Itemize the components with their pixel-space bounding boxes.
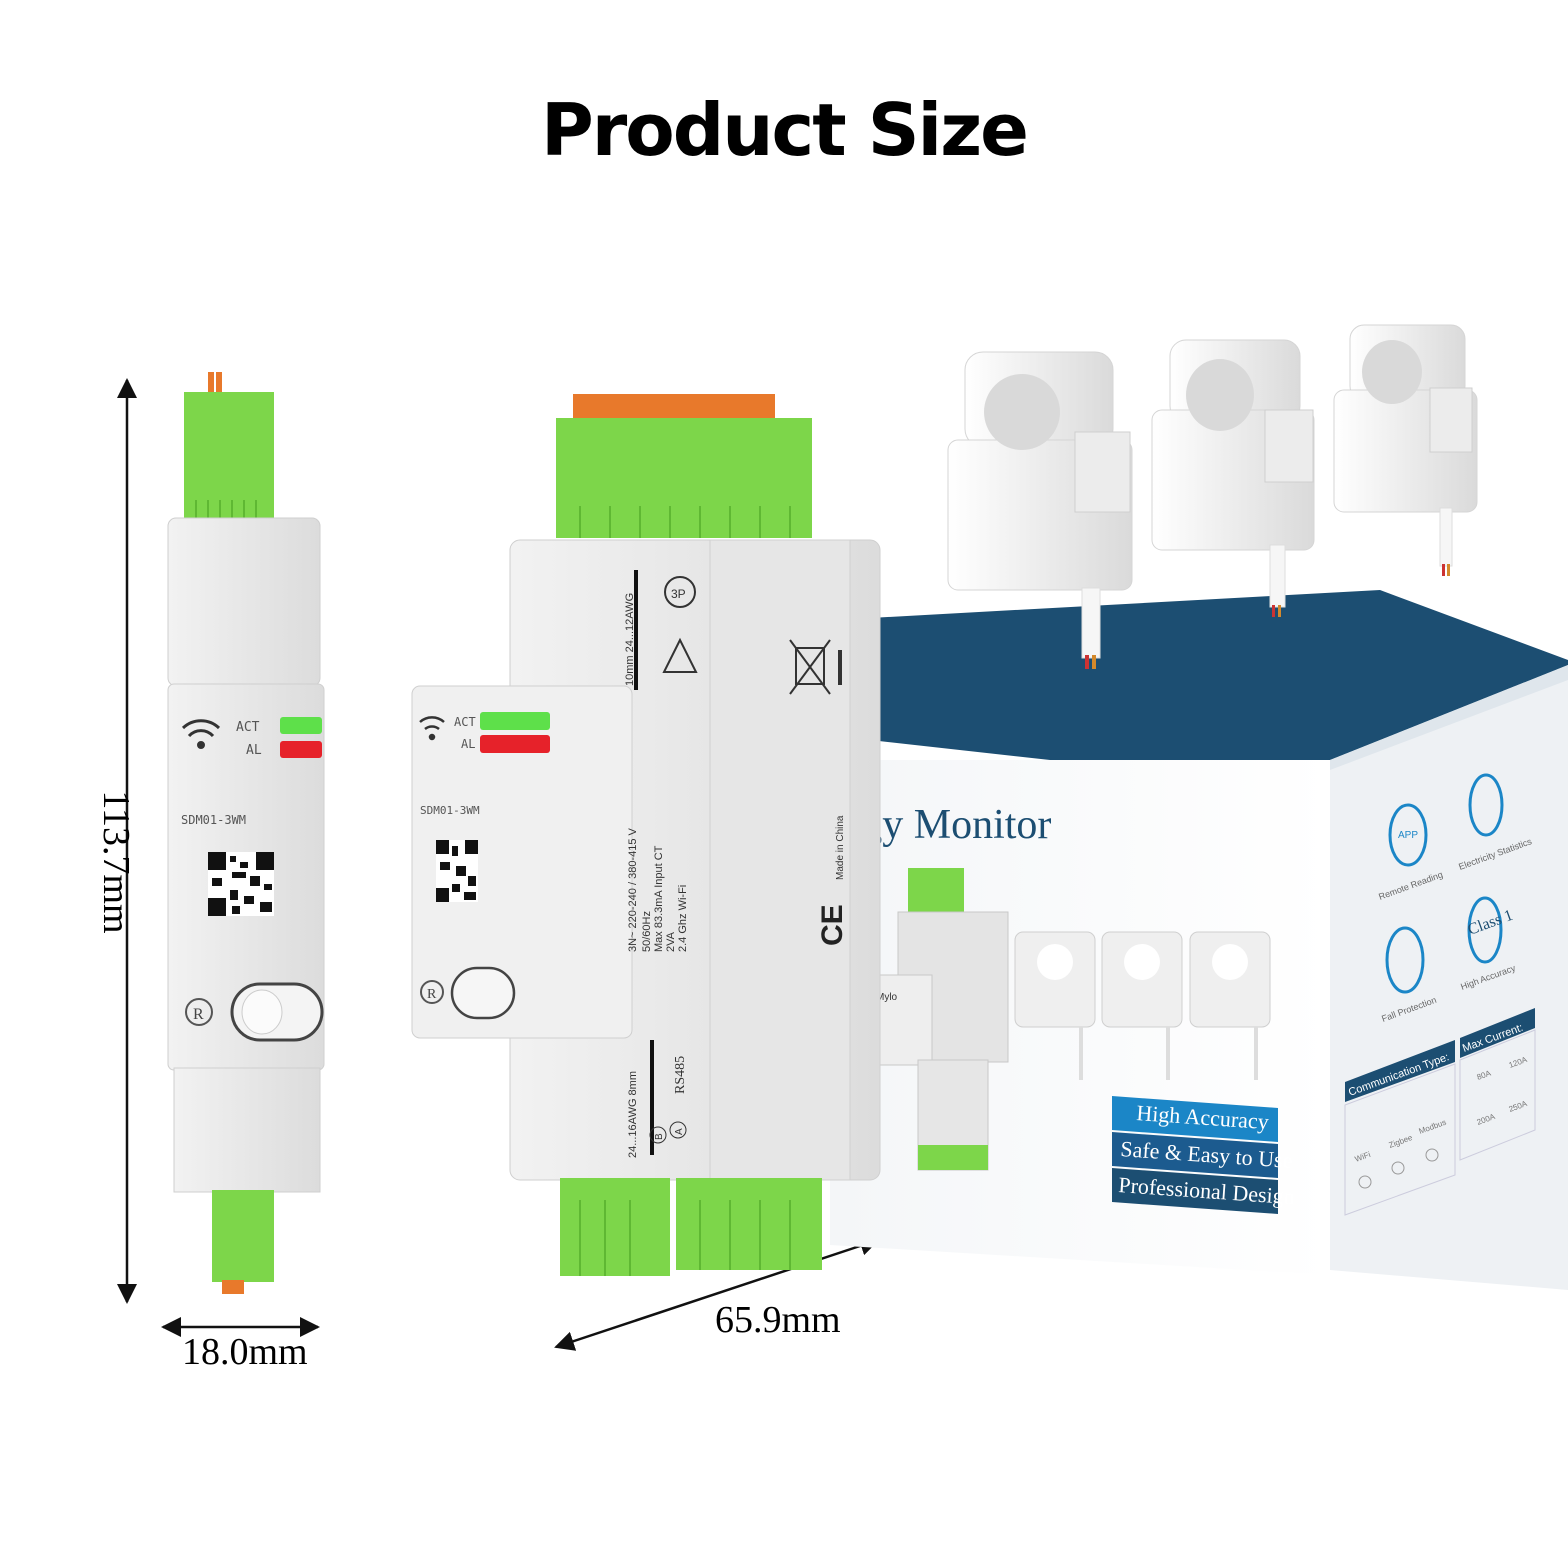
recycle-bin-icon	[789, 639, 831, 695]
width-dimension-label: 18.0mm	[182, 1331, 308, 1373]
led-al-label-front: AL	[461, 737, 475, 751]
qr-code-front	[436, 840, 478, 902]
spec-line-1: 3N~ 220-240 / 380-415 V	[627, 827, 639, 952]
spec-line-4: 2VA	[665, 931, 677, 952]
reset-label-front: R	[427, 987, 437, 1002]
led-act-label-front: ACT	[454, 715, 476, 729]
led-al-label: AL	[246, 743, 262, 758]
terminal-b-label: B	[654, 1133, 665, 1140]
reset-icon-front	[420, 980, 444, 1004]
reset-icon	[185, 998, 213, 1026]
wifi-icon	[181, 719, 221, 749]
box-badges: High Accuracy Safe & Easy to Use Profess…	[1112, 1096, 1296, 1214]
wire-spec-top: 10mm 24...12AWG	[624, 593, 636, 686]
rs485-label: RS485	[673, 1056, 688, 1094]
wire-spec-bottom: 24...16AWG 8mm	[627, 1071, 639, 1158]
box-heading: rgy Monitor	[848, 802, 1051, 848]
act-led	[280, 717, 322, 734]
height-dimension-label: 113.7mm	[95, 790, 137, 934]
page-title: Product Size	[541, 88, 1029, 172]
spec-line-3: Max 83.3mA Input CT	[653, 845, 665, 952]
model-label-front: SDM01-3WM	[420, 804, 480, 817]
ce-mark: CE	[816, 904, 849, 946]
depth-dimension-arrow	[554, 1236, 880, 1351]
wifi-icon-front	[419, 716, 445, 741]
ct-clamp-2	[1151, 339, 1315, 617]
spec-line-5: 2.4 Ghz Wi-Fi	[677, 885, 689, 952]
model-label: SDM01-3WM	[181, 813, 246, 827]
ct-clamp-1	[947, 351, 1133, 669]
made-in-label: Made in China	[835, 815, 846, 880]
svg-text:3P: 3P	[671, 587, 686, 601]
ct-clamp-3	[1333, 324, 1478, 576]
led-act-label: ACT	[236, 720, 260, 735]
al-led	[280, 741, 322, 758]
warning-icon	[662, 637, 698, 673]
reset-button-front	[450, 966, 516, 1020]
box-brand: Mylo	[876, 992, 898, 1003]
al-led-front	[480, 735, 550, 753]
app-badge: APP	[1398, 830, 1418, 841]
spec-line-2: 50/60Hz	[641, 911, 653, 952]
depth-dimension-label: 65.9mm	[715, 1299, 841, 1341]
act-led-front	[480, 712, 550, 730]
qr-code	[208, 852, 274, 916]
device-angled-view: ACT AL SDM01-3WM R 10mm 24...12AWG 3P 3N…	[411, 394, 881, 1276]
terminal-a-label: A	[674, 1128, 685, 1135]
product-box: rgy Monitor n. Mylo High Accuracy Safe &…	[830, 590, 1568, 1290]
reset-label: R	[193, 1006, 204, 1023]
device-side-view: ACT AL SDM01-3WM R	[167, 372, 325, 1294]
